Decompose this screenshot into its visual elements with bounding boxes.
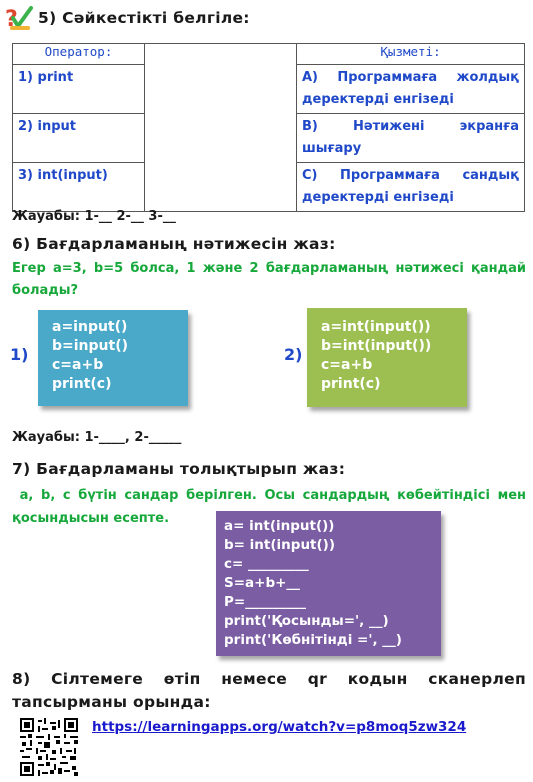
table-cell-function: С) Программаға сандық деректерді енгізед… (296, 162, 525, 212)
code-line: b=input() (52, 338, 128, 354)
table-cell-operator: 2) input (12, 113, 145, 163)
task8-title: 8) Сілтемеге өтіп немесе qr кодын сканер… (12, 670, 526, 711)
code-line: print(c) (321, 376, 381, 392)
code-line: a=int(input()) (321, 319, 431, 335)
qr-code-icon[interactable] (20, 718, 78, 776)
svg-text:?: ? (5, 7, 18, 32)
table-header-operator: Оператор: (12, 43, 145, 65)
table-cell-function: В) Нәтижені экранға шығару (296, 113, 525, 163)
code-line: b=int(input()) (321, 338, 432, 354)
code-line: print('Көбнітінді =', __) (224, 632, 402, 648)
code-line: b= int(input()) (224, 537, 336, 553)
code-line: c=a+b (52, 357, 104, 373)
table-header-function: Қызметі: (296, 43, 525, 65)
task7-code-box: a= int(input()) b= int(input()) c= _____… (216, 511, 441, 656)
program1-label: 1) (10, 345, 29, 364)
code-line: S=a+b+__ (224, 575, 300, 591)
program1-code-box: a=input() b=input() c=a+b print(c) (38, 310, 188, 406)
task5-icon: ? (4, 2, 34, 32)
code-line: c= _________ (224, 556, 309, 572)
table-empty-column (144, 43, 297, 212)
task6-title: 6) Бағдарламаның нәтижесін жаз: (12, 235, 336, 253)
task6-answer: Жауабы: 1-____, 2-_____ (12, 430, 182, 445)
table-cell-operator: 3) int(input) (12, 162, 145, 212)
code-line: print(c) (52, 376, 112, 392)
task6-question: Егер а=3, b=5 болса, 1 және 2 бағдарлама… (12, 261, 526, 298)
code-line: a=input() (52, 319, 128, 335)
table-cell-function: А) Программаға жолдық деректерді енгізед… (296, 64, 525, 114)
code-line: P=_________ (224, 594, 306, 610)
matching-table: Оператор: Қызметі: 1) print А) Программа… (12, 43, 525, 212)
task5-answer: Жауабы: 1-__ 2-__ 3-__ (12, 209, 176, 224)
code-line: a= int(input()) (224, 518, 335, 534)
code-line: c=a+b (321, 357, 373, 373)
program2-label: 2) (284, 345, 303, 364)
task5-title: 5) Сәйкестікті белгіле: (38, 9, 250, 27)
table-cell-operator: 1) print (12, 64, 145, 114)
task7-title: 7) Бағдарламаны толықтырып жаз: (12, 460, 346, 478)
program2-code-box: a=int(input()) b=int(input()) c=a+b prin… (307, 308, 467, 407)
learningapps-link[interactable]: https://learningapps.org/watch?v=p8moq5z… (92, 719, 467, 735)
task7-description: a, b, c бүтін сандар берілген. Осы санда… (12, 488, 526, 526)
code-line: print('Қосынды=', __) (224, 613, 389, 629)
